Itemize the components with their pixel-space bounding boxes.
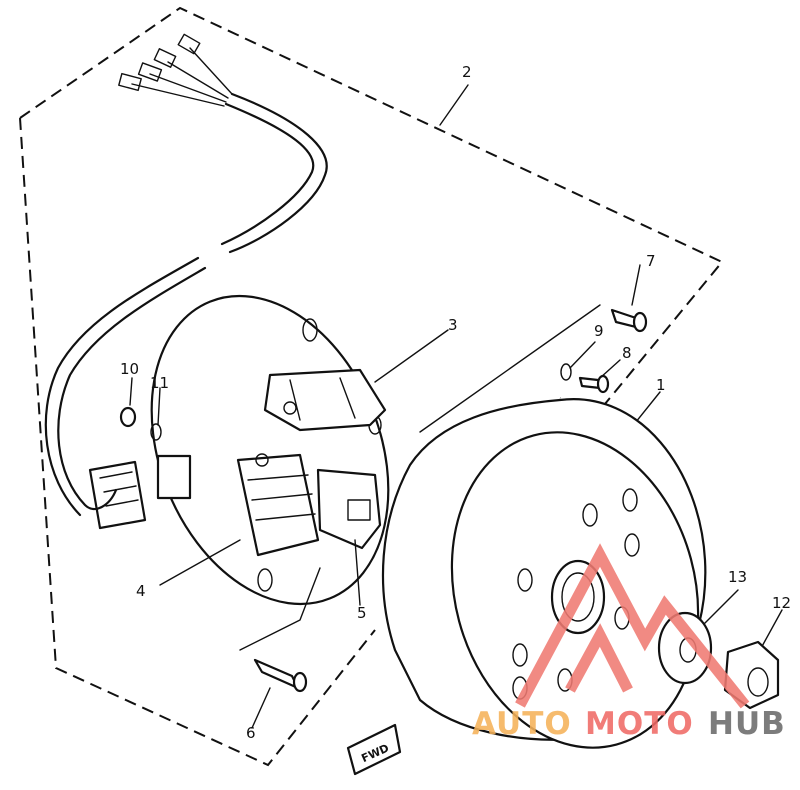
callout-1: 1 [656,376,666,394]
lighting-coil [316,468,382,550]
callout-10: 10 [120,360,139,378]
pickup-coil [263,368,387,432]
callout-7: 7 [646,252,656,270]
callout-6: 6 [246,724,256,742]
logo-text-auto: AUTO [472,706,572,742]
callout-labels: 1 2 3 4 5 6 7 8 9 10 11 12 13 [120,63,791,742]
leader-lines [129,84,783,729]
logo-triangle-icon [515,543,750,709]
logo-text-moto: MOTO [585,706,694,742]
watermark-logo: AUTO MOTO HUB [472,543,786,742]
callout-8: 8 [622,344,632,362]
direction-tag: FWD [346,723,402,776]
logo-text-hub: HUB [708,706,786,742]
callout-11: 11 [150,374,169,392]
fasteners [119,308,648,693]
charge-coil [156,453,320,557]
callout-5: 5 [357,604,367,622]
callout-3: 3 [448,316,458,334]
callout-12: 12 [772,594,791,612]
callout-2: 2 [462,63,472,81]
flywheel-rotor [381,398,707,749]
callout-13: 13 [728,568,747,586]
callout-9: 9 [594,322,604,340]
washer [657,611,713,685]
wire-harness [44,33,328,530]
callout-4: 4 [136,582,146,600]
